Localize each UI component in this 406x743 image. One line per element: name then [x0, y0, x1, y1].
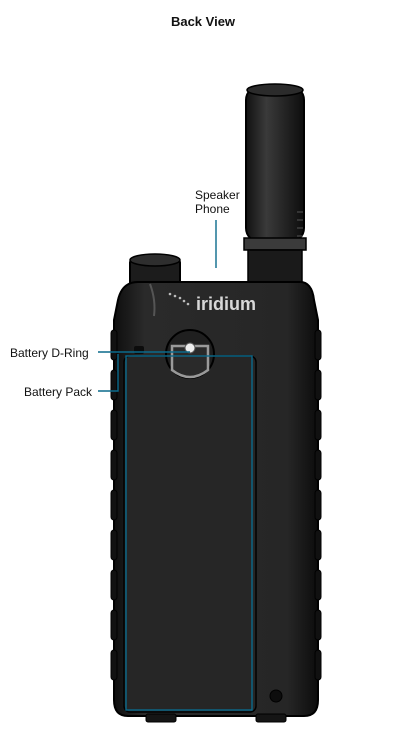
- battery-d-ring: [165, 329, 215, 379]
- brand-dots: [168, 292, 190, 306]
- battery-pack-outline: [125, 355, 253, 711]
- top-knob: [129, 253, 181, 289]
- battery-d-ring-label: Battery D-Ring: [10, 346, 89, 360]
- diagram-title: Back View: [170, 14, 236, 29]
- callout-pack-line: [98, 354, 119, 392]
- speaker-phone-label: Speaker Phone: [195, 188, 240, 216]
- battery-panel: [123, 355, 257, 713]
- brand-logo: iridium: [196, 294, 256, 314]
- antenna: [243, 83, 307, 287]
- battery-pack-label: Battery Pack: [24, 385, 93, 399]
- speaker-phone-label-line2: Phone: [195, 202, 230, 216]
- speaker-phone-label-line1: Speaker: [195, 188, 240, 202]
- callout-lines: [98, 220, 253, 711]
